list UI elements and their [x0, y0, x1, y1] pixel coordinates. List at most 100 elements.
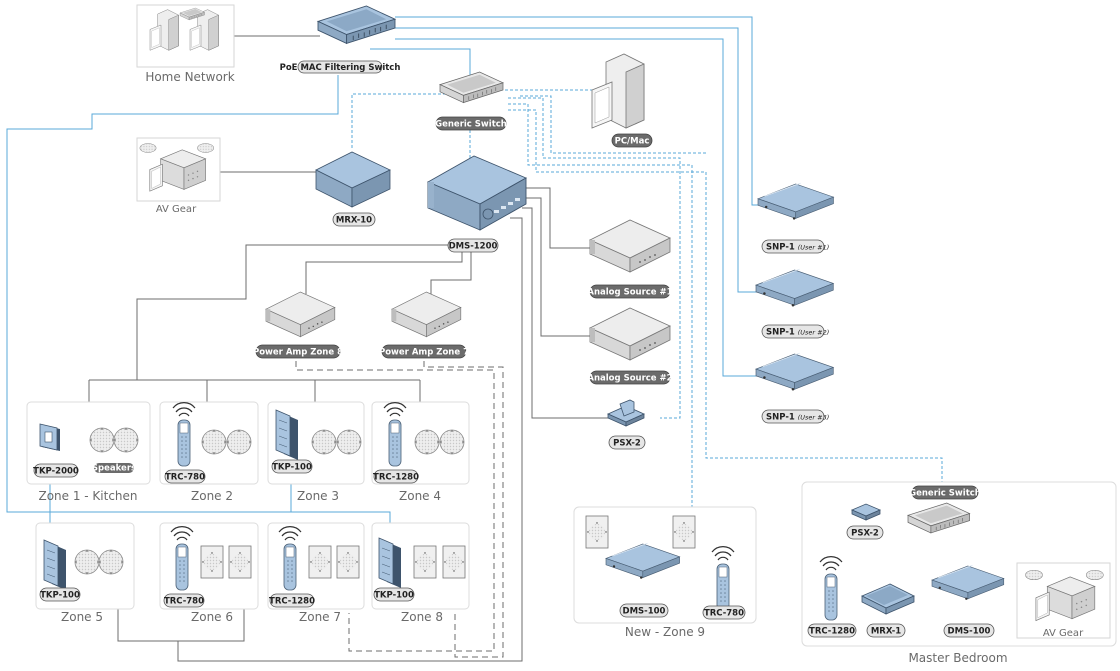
- snp1-user3-label: SNP-1 (User #3): [766, 413, 829, 423]
- line-dms-to-analog2: [522, 197, 590, 337]
- zone7-label: Zone 7: [299, 610, 341, 624]
- amp-icon: [391, 291, 462, 338]
- line-dms1200-to-amp7: [430, 252, 472, 294]
- speaker-icon: [439, 429, 465, 455]
- speaker-icon: [226, 429, 252, 455]
- power-amp-zone7-label: Power Amp Zone 7: [379, 348, 469, 358]
- pc-mac[interactable]: PC/Mac: [591, 53, 653, 148]
- dms1200[interactable]: DMS-1200: [426, 155, 528, 253]
- streamer-icon: [755, 268, 834, 307]
- amp-icon: [589, 307, 671, 361]
- tkp100-label: TKP-100: [40, 591, 80, 601]
- zone3[interactable]: TKP-100 Zone 3: [267, 401, 365, 503]
- trc780-label: TRC-780: [704, 609, 744, 619]
- line-poe-to-keypads: [6, 75, 391, 530]
- poe-switch[interactable]: PoE MAC Filtering Switch: [280, 5, 401, 74]
- zone7[interactable]: TRC-1280 Zone 7: [267, 522, 365, 624]
- speaker-icon: [200, 545, 224, 579]
- snp1-user2[interactable]: SNP-1 (User #2): [755, 268, 834, 339]
- line-generic-to-mrx10: [351, 93, 446, 150]
- master-bedroom-label: Master Bedroom: [908, 651, 1007, 665]
- snp1-user3[interactable]: SNP-1 (User #3): [755, 352, 834, 424]
- power-amp-zone8[interactable]: Power Amp Zone 8: [253, 291, 343, 359]
- line-poe-to-snp3: [395, 38, 760, 377]
- zone8-label: Zone 8: [401, 610, 443, 624]
- mb-av-gear-label: AV Gear: [1043, 628, 1084, 639]
- zone9-label: New - Zone 9: [625, 625, 705, 639]
- pc-tower-icon: [591, 53, 645, 129]
- line-poe-to-generic: [370, 48, 471, 78]
- dms1200-label: DMS-1200: [449, 242, 498, 252]
- zone3-label: Zone 3: [297, 489, 339, 503]
- master-bedroom[interactable]: Generic Switch PSX-2 TRC-1280 MRX-1 DMS-…: [801, 481, 1117, 665]
- home-network-label: Home Network: [145, 70, 234, 84]
- zone6[interactable]: TRC-780 Zone 6: [159, 522, 259, 624]
- mb-dms100-label: DMS-100: [948, 627, 991, 637]
- mb-psx2-label: PSX-2: [851, 529, 879, 539]
- speaker-icon: [336, 545, 360, 579]
- zone2-label: Zone 2: [191, 489, 233, 503]
- zone4[interactable]: TRC-1280 Zone 4: [371, 401, 470, 503]
- power-amp-zone8-label: Power Amp Zone 8: [253, 348, 343, 358]
- tkp100-label: TKP-100: [374, 591, 414, 601]
- mrx10[interactable]: MRX-10: [315, 151, 391, 227]
- speaker-icon: [311, 429, 337, 455]
- line-amp7-speaker-run: [423, 361, 504, 658]
- line-zone56-bus: [117, 609, 245, 642]
- switch-icon: [317, 5, 396, 44]
- zone9[interactable]: DMS-100 TRC-780 New - Zone 9: [573, 506, 757, 639]
- speaker-icon: [308, 545, 332, 579]
- snp1-user2-label: SNP-1 (User #2): [766, 328, 829, 338]
- tkp100-label: TKP-100: [272, 463, 312, 473]
- speaker-icon: [413, 545, 437, 579]
- line-dms1200-label-left: [136, 244, 448, 380]
- mb-dms100[interactable]: DMS-100: [931, 564, 1005, 638]
- mb-mrx1[interactable]: MRX-1: [861, 583, 915, 638]
- zone4-label: Zone 4: [399, 489, 441, 503]
- zone1-label: Zone 1 - Kitchen: [38, 489, 137, 503]
- speaker-icon: [98, 549, 124, 575]
- zone8[interactable]: TKP-100 Zone 8: [371, 522, 470, 624]
- trc1280-label: TRC-1280: [269, 597, 315, 607]
- line-poe-to-snp1: [395, 16, 762, 206]
- poe-switch-label: PoE MAC Filtering Switch: [280, 63, 401, 73]
- power-amp-zone7[interactable]: Power Amp Zone 7: [379, 291, 469, 359]
- zone5[interactable]: TKP-100 Zone 5: [35, 522, 135, 624]
- snp1-user1[interactable]: SNP-1 (User #1): [757, 182, 834, 254]
- speaker-icon: [201, 429, 227, 455]
- connections: [6, 16, 1059, 662]
- generic-switch[interactable]: Generic Switch: [435, 71, 507, 131]
- line-poe-to-snp2: [395, 27, 758, 293]
- speaker-icon: [672, 515, 696, 549]
- zone5-label: Zone 5: [61, 610, 103, 624]
- psx2-label: PSX-2: [613, 439, 641, 449]
- analog-source-2[interactable]: Analog Source #2: [587, 307, 673, 385]
- mb-av-gear[interactable]: AV Gear: [1016, 562, 1111, 639]
- speakers-label: Speakers: [92, 464, 136, 474]
- line-dms-to-analog1: [522, 187, 590, 249]
- mrx10-label: MRX-10: [336, 216, 372, 226]
- zone1-kitchen[interactable]: TKP-2000 Speakers Zone 1 - Kitchen: [26, 401, 151, 503]
- home-network-group: Home Network: [136, 4, 235, 84]
- mb-psx2[interactable]: PSX-2: [846, 503, 884, 540]
- dms100-label: DMS-100: [623, 607, 666, 617]
- mb-generic-switch-label: Generic Switch: [909, 489, 981, 499]
- analog-source-1[interactable]: Analog Source #1: [587, 219, 673, 299]
- speaker-icon: [89, 427, 115, 453]
- line-generic-to-bedroom: [508, 109, 943, 484]
- speaker-icon: [336, 429, 362, 455]
- mb-trc1280[interactable]: TRC-1280: [807, 556, 857, 638]
- tkp2000-keypad-icon: [39, 423, 60, 451]
- switch-icon: [439, 71, 504, 104]
- trc780-label: TRC-780: [164, 597, 204, 607]
- speaker-icon: [414, 429, 440, 455]
- zone2[interactable]: TRC-780 Zone 2: [159, 401, 259, 503]
- speaker-icon: [228, 545, 252, 579]
- psx2[interactable]: PSX-2: [607, 399, 646, 450]
- line-dms-to-psx2: [522, 207, 608, 419]
- line-generic-to-extra: [520, 95, 707, 154]
- mb-mrx1-label: MRX-1: [871, 627, 901, 637]
- av-gear-top-group: AV Gear: [136, 137, 221, 215]
- streamer-icon: [757, 182, 834, 221]
